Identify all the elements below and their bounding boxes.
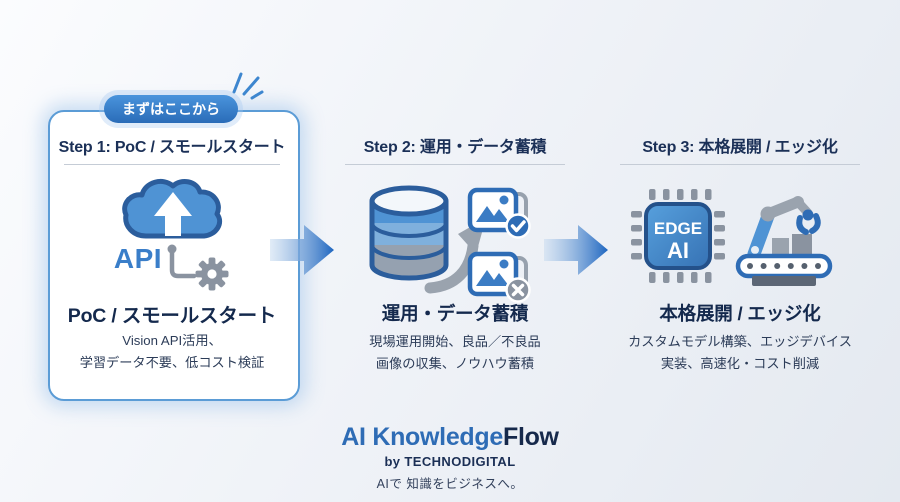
database-icon [369,185,449,281]
image-rejected-icon [467,251,531,303]
api-label: API [113,243,163,274]
step3-heading: Step 3: 本格展開 / エッジ化 [642,139,838,156]
flow-arrow-icon [544,225,608,275]
start-here-badge: まずはここから [104,95,238,123]
step1-desc-line2: 学習データ不要、低コスト検証 [79,354,265,370]
step3-heading-divider [620,164,860,165]
step2-description: 現場運用開始、良品／不良品 画像の収集、ノウハウ蓄積 [330,331,580,375]
step3-description: カスタムモデル構築、エッジデバイス 実装、高速化・コスト削減 [598,331,882,375]
step2-heading: Step 2: 運用・データ蓄積 [363,139,547,156]
step1-description: Vision API活用、 学習データ不要、低コスト検証 [52,330,292,374]
robot-arm-conveyor-icon [735,196,833,286]
step3-desc-line2: 実装、高速化・コスト削減 [660,355,820,371]
step1-title: PoC / スモールスタート [67,305,277,327]
chip-label-ai: AI [667,238,689,263]
step1-heading-divider [64,164,280,165]
badge-label: まずはここから [122,101,220,117]
chip-label-edge: EDGE [654,219,702,238]
step2-heading-divider [345,164,565,165]
image-approved-icon [467,187,531,239]
brand-logo: AI KnowledgeFlow [300,423,600,452]
brand-logo-part1: AI Knowledge [341,423,503,451]
flow-arrow-icon [270,225,334,275]
step1-heading: Step 1: PoC / スモールスタート [58,139,286,156]
step1-desc-line1: Vision API活用、 [122,333,222,348]
edge-ai-chip-icon: EDGE AI [631,189,725,283]
cloud-upload-icon [122,178,223,239]
gear-icon [195,257,229,291]
brand-byline: by TECHNODIGITAL [384,454,516,469]
brand-logo-part2: Flow [502,423,559,451]
brand-tagline: AIで 知識をビジネスへ。 [376,477,524,491]
sparkle-lines-icon [232,72,264,100]
step3-desc-line1: カスタムモデル構築、エッジデバイス [628,334,852,349]
step2-desc-line2: 画像の収集、ノウハウ蓄積 [375,355,535,371]
step2-title: 運用・データ蓄積 [381,303,529,324]
step2-desc-line1: 現場運用開始、良品／不良品 [369,334,541,349]
api-connector-icon [167,244,229,291]
step3-title: 本格展開 / エッジ化 [659,303,821,324]
